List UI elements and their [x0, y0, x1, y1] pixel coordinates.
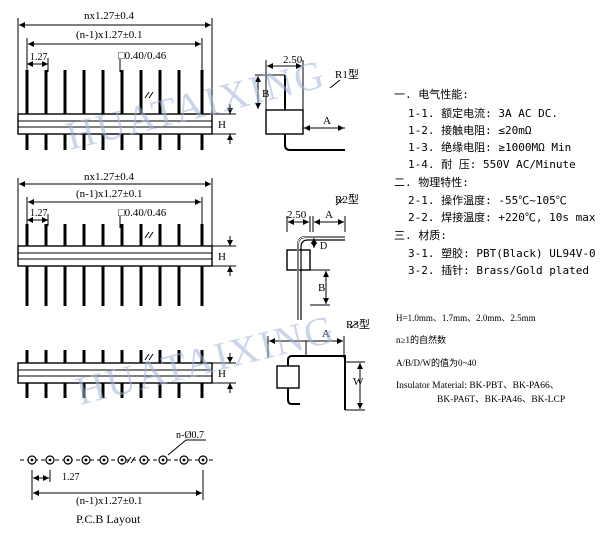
pcb-hole-center — [30, 458, 34, 462]
pins-view-3 — [25, 350, 204, 398]
break-mark — [144, 353, 154, 361]
dim-250-r2: 2.50 — [287, 209, 307, 221]
notes-block: H=1.0mm、1.7mm、2.0mm、2.5mm n≥1的自然数 A/B/D/… — [396, 313, 565, 405]
spec-material-title: 三. 材质: — [394, 228, 447, 242]
dim-n-pitch-2: nx1.27±0.4 — [84, 171, 135, 183]
dim-pitch-1: 1.27 — [30, 52, 48, 63]
watermark-bottom: HUATAIXING — [71, 306, 340, 414]
pcb-hole-center — [142, 458, 146, 462]
dim-n1-pitch-pcb: (n-1)x1.27±0.1 — [76, 495, 143, 507]
pcb-hole-center — [182, 458, 186, 462]
pcb-hole-center — [66, 458, 70, 462]
spec-physical-title: 二. 物理特性: — [394, 175, 469, 189]
dim-pitch-2: 1.27 — [30, 208, 48, 219]
front-view-2 — [17, 178, 236, 276]
front-view-1 — [17, 18, 236, 144]
dim-h-1: H — [218, 119, 226, 131]
side-view-r3 — [267, 321, 365, 411]
dim-n1-pitch-1: (n-1)x1.27±0.1 — [76, 29, 143, 41]
pcb-hole-center — [48, 458, 52, 462]
pcb-holes — [27, 455, 208, 465]
note-insulator-2: BK-PA6T、BK-PA46、BK-LCP — [437, 395, 565, 405]
pins-view-1 — [25, 70, 204, 150]
side-view-r1 — [255, 60, 345, 151]
spec-p1: 2-1. 操作温度: -55℃~105℃ — [408, 193, 567, 207]
spec-e4: 1-4. 耐 压: 550V AC/Minute — [408, 158, 576, 171]
note-n-rule: n≥1的自然数 — [396, 334, 446, 345]
break-mark — [126, 456, 136, 464]
spec-p2: 2-2. 焊接温度: +220℃, 10s max — [408, 210, 596, 224]
dim-a-r1: A — [323, 115, 331, 127]
type-r3: R3型 — [346, 317, 370, 331]
spec-e3: 1-3. 绝缘电阻: ≥1000MΩ Min — [408, 140, 571, 154]
note-abdw: A/B/D/W的值为0~40 — [396, 357, 477, 368]
dim-n-pitch-1: nx1.27±0.4 — [84, 10, 135, 22]
pcb-hole-center — [161, 458, 165, 462]
spec-m2: 3-2. 插针: Brass/Gold plated — [408, 263, 589, 277]
break-mark — [144, 91, 154, 99]
pcb-hole-center — [84, 458, 88, 462]
spec-block: 一. 电气性能: 1-1. 额定电流: 3A AC DC. 1-2. 接触电阻:… — [394, 87, 596, 277]
dim-square-1: □0.40/0.46 — [118, 50, 167, 62]
note-insulator-1: Insulator Material: BK-PBT、BK-PA66、 — [396, 381, 559, 391]
dim-a-r2: A — [325, 209, 333, 221]
dim-h-2: H — [218, 251, 226, 263]
type-r2: R2型 — [335, 192, 359, 206]
dim-d-r2: D — [320, 241, 327, 252]
spec-m1: 3-1. 塑胶: PBT(Black) UL94V-0 — [408, 246, 596, 260]
dim-250-r1: 2.50 — [283, 54, 303, 66]
dim-pitch-pcb: 1.27 — [62, 472, 80, 483]
spec-electrical-title: 一. 电气性能: — [394, 87, 469, 101]
dim-b-r1: B — [262, 88, 269, 100]
pcb-layout-label: P.C.B Layout — [76, 512, 141, 526]
dim-a-r3: A — [322, 328, 330, 340]
type-r1: R1型 — [335, 67, 359, 81]
pcb-hole-center — [102, 458, 106, 462]
spec-e2: 1-2. 接触电阻: ≤20mΩ — [408, 123, 532, 137]
front-view-3 — [17, 353, 236, 393]
pcb-hole-center — [201, 458, 205, 462]
dim-w-r3: W — [353, 376, 364, 388]
pcb-hole-center — [120, 458, 124, 462]
note-h-values: H=1.0mm、1.7mm、2.0mm、2.5mm — [396, 313, 536, 323]
dim-square-2: □0.40/0.46 — [118, 207, 167, 219]
pcb-layout — [20, 439, 216, 500]
spec-e1: 1-1. 额定电流: 3A AC DC. — [408, 106, 558, 120]
dim-b-r2: B — [318, 282, 325, 294]
break-mark — [144, 231, 154, 239]
side-view-r2 — [286, 197, 346, 320]
watermark-top: HUATAIXING — [61, 51, 330, 159]
dim-n1-pitch-2: (n-1)x1.27±0.1 — [76, 188, 143, 200]
dim-hole: n-Ø0.7 — [176, 430, 204, 441]
dim-h-3: H — [218, 368, 226, 380]
pins-view-2 — [25, 224, 204, 306]
